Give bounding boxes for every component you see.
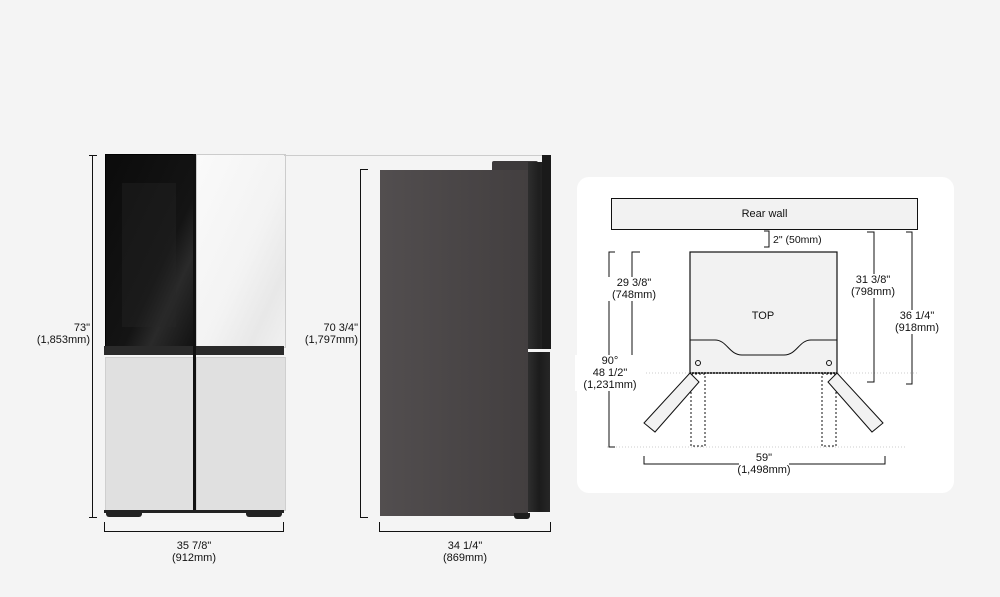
front-width-tick-right xyxy=(283,522,284,532)
open-width-imperial: 59" xyxy=(755,452,773,464)
front-width-tick-left xyxy=(104,522,105,532)
bottom-left-drawer xyxy=(105,357,195,511)
side-height-line xyxy=(360,169,361,517)
center-seam xyxy=(193,154,196,511)
door-depth-imperial: 31 3/8" xyxy=(855,274,891,286)
cabinet-depth-metric: (748mm) xyxy=(611,289,656,301)
lower-door-edge xyxy=(528,352,550,512)
top-left-door xyxy=(105,154,195,348)
top-ledge xyxy=(492,161,538,171)
total-depth-label: 36 1/4" (918mm) xyxy=(882,310,952,334)
fridge-side xyxy=(380,155,552,520)
side-height-metric: (1,797mm) xyxy=(304,334,358,346)
side-height-tick-top xyxy=(360,169,368,170)
side-depth-label: 34 1/4" (869mm) xyxy=(415,540,515,564)
side-depth-tick-right xyxy=(550,522,551,532)
front-height-tick-top xyxy=(89,155,97,156)
door-open-depth-metric: (1,231mm) xyxy=(583,379,637,391)
wall-gap-label: 2" (50mm) xyxy=(773,234,822,246)
rear-wall: Rear wall xyxy=(611,198,918,230)
door-open-depth-imperial: 48 1/2" xyxy=(592,367,628,379)
foot-right xyxy=(246,512,282,517)
side-depth-line xyxy=(379,531,550,532)
front-height-imperial: 73" xyxy=(73,322,90,334)
open-width-metric: (1,498mm) xyxy=(737,464,791,476)
door-depth-label: 31 3/8" (798mm) xyxy=(840,274,906,298)
foot-left xyxy=(106,512,142,517)
cabinet-depth-imperial: 29 3/8" xyxy=(616,277,652,289)
top-view-panel: Rear wall 2" (50mm) TOP 2 xyxy=(575,177,954,493)
side-foot xyxy=(514,513,530,519)
side-height-label: 70 3/4" (1,797mm) xyxy=(286,322,358,346)
cabinet-depth-label: 29 3/8" (748mm) xyxy=(599,277,669,301)
top-view-drawing xyxy=(607,230,917,465)
door-open-angle: 90° xyxy=(601,355,619,367)
upper-door-handle xyxy=(542,155,551,349)
side-depth-tick-left xyxy=(379,522,380,532)
total-depth-imperial: 36 1/4" xyxy=(899,310,935,322)
door-open-depth-label: 90° 48 1/2" (1,231mm) xyxy=(575,355,645,391)
front-width-metric: (912mm) xyxy=(171,552,216,564)
rear-wall-label: Rear wall xyxy=(741,208,788,220)
side-height-imperial: 70 3/4" xyxy=(323,322,359,334)
front-height-tick-bottom xyxy=(89,517,97,518)
top-label: TOP xyxy=(751,310,775,322)
door-depth-metric: (798mm) xyxy=(850,286,895,298)
top-right-door xyxy=(196,154,286,348)
top-reference-line xyxy=(284,155,544,156)
open-width-label: 59" (1,498mm) xyxy=(729,452,799,476)
side-depth-imperial: 34 1/4" xyxy=(447,540,483,552)
view-window xyxy=(122,183,176,327)
total-depth-metric: (918mm) xyxy=(894,322,939,334)
front-width-line xyxy=(104,531,284,532)
front-height-metric: (1,853mm) xyxy=(36,334,90,346)
side-height-tick-bottom xyxy=(360,517,368,518)
front-width-imperial: 35 7/8" xyxy=(176,540,212,552)
front-height-label: 73" (1,853mm) xyxy=(18,322,90,346)
base-trim xyxy=(104,510,284,513)
side-body xyxy=(380,170,528,516)
front-width-label: 35 7/8" (912mm) xyxy=(144,540,244,564)
bottom-right-drawer xyxy=(196,357,286,511)
front-height-line xyxy=(92,155,93,517)
side-depth-metric: (869mm) xyxy=(442,552,487,564)
fridge-front xyxy=(104,154,286,519)
